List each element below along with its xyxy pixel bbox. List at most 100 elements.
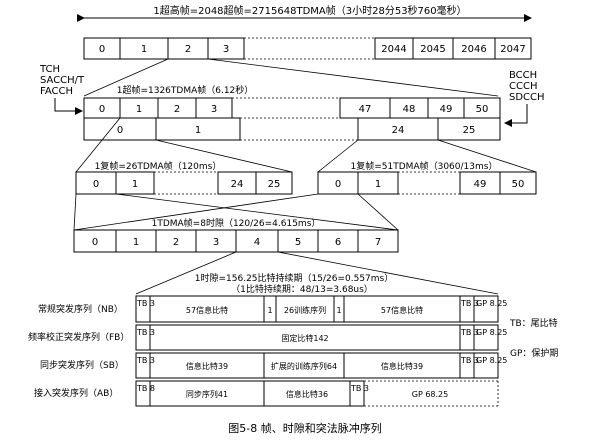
burst-sb-fields: TB 3 信息比特39 扩展的训练序列64 信息比特39 TB 3 GP 8.2… (136, 356, 507, 371)
expansion-line (317, 139, 359, 173)
expansion-line (277, 251, 499, 295)
burst-frame (135, 352, 499, 379)
left-channel-label: TCH (39, 64, 60, 75)
multiframe-sub-labels: 0 1 24 25 (117, 125, 476, 136)
burst-field: 信息比特39 (381, 361, 423, 371)
tdma-labels: 0 1 2 3 4 5 6 7 (92, 237, 381, 248)
expansion-line (73, 193, 77, 231)
superframe-row-top (83, 97, 501, 119)
superframe-cell-label: 1 (141, 44, 147, 55)
superframe-cell-label: 2046 (461, 44, 486, 55)
timeslot-label: 5 (295, 237, 301, 248)
multiframe51-cell (499, 171, 537, 195)
burst-fb-fields: TB 3 固定比特142 TB 3 GP 8.25 (136, 328, 507, 343)
multiframe-sub-label: 1 (195, 125, 201, 136)
burst-field: 1 (336, 306, 341, 315)
right-channel-label: SDCCH (509, 92, 545, 103)
burst-label-sb: 同步突发序列（SB） (40, 359, 124, 371)
burst-ab (135, 380, 365, 407)
burst-field: TB 3 (136, 356, 155, 365)
left-channel-arrow (54, 98, 83, 115)
superframe-row-bottom (83, 117, 501, 141)
expansion-line (437, 139, 537, 173)
burst-ab-guard (364, 380, 499, 407)
burst-field: 57信息比特 (381, 305, 423, 315)
expansion-line (155, 139, 293, 173)
burst-field: TB 3 (136, 299, 155, 308)
timeslot-cell (357, 229, 399, 253)
burst-field: 1 (267, 306, 272, 315)
legend-tb: TB：尾比特 (509, 317, 558, 329)
expansion-line (83, 58, 169, 97)
left-channel-labels: TCH SACCH/T FACCH (39, 64, 85, 97)
superframe-gap (244, 37, 375, 60)
right-channel-labels: BCCH CCCH SDCCH (509, 70, 545, 103)
left-channel-label: FACCH (40, 86, 73, 97)
multiframe26-cell (255, 171, 293, 195)
multiframe26-gap (154, 171, 218, 195)
multiframe26-cell-label: 0 (93, 179, 99, 190)
burst-field: 扩展的训练序列64 (271, 361, 337, 371)
tdma-frame-label: 47 (359, 104, 372, 115)
figure-caption: 图5-8 帧、时隙和突法脉冲序列 (228, 421, 381, 435)
tdma-frame-label: 0 (99, 104, 105, 115)
multiframe26-labels: 0 1 24 25 (93, 179, 281, 190)
timeslot-label: 4 (254, 237, 260, 248)
expansion-line (357, 193, 399, 231)
multiframe51-labels: 0 1 49 50 (335, 179, 525, 190)
superframe-cell-label: 2045 (420, 44, 445, 55)
burst-field: GP 68.25 (412, 390, 448, 399)
timeslot-label: 2 (173, 237, 179, 248)
bit-duration: （1比特持续期：48/13=3.68us） (231, 283, 373, 295)
burst-ab-fields: TB 8 同步序列41 信息比特36 TB 3 GP 68.25 (136, 384, 448, 399)
tdma-frame-label: 2 (174, 104, 180, 115)
expansion-line (75, 117, 121, 173)
expansion-line (73, 193, 319, 231)
multiframe51-row (317, 171, 537, 195)
burst-field: 信息比特36 (286, 389, 328, 399)
superframe-cell-labels: 0 1 2 3 2044 2045 2046 2047 (99, 44, 526, 55)
superframe-row-title: 1超帧=1326TDMA帧（6.12秒） (117, 84, 254, 96)
tdma-frame-label: 50 (476, 104, 489, 115)
burst-label-nb: 常规突发序列（NB） (38, 303, 123, 315)
multiframe51-cell-label: 0 (335, 179, 341, 190)
multiframe26-title: 1复帧=26TDMA帧（120ms） (95, 160, 222, 172)
superframe-cell-label: 2044 (381, 44, 406, 55)
burst-label-fb: 频率校正突发序列（FB） (28, 331, 129, 343)
burst-field: 信息比特39 (186, 361, 228, 371)
tdma-frame-label: 48 (403, 104, 416, 115)
multiframe51-cell-label: 1 (375, 179, 381, 190)
burst-field: TB 8 (136, 384, 155, 393)
burst-field: TB 3 (136, 328, 155, 337)
multiframe26-cell-label: 1 (132, 179, 138, 190)
superframe-row-gap (232, 97, 340, 119)
burst-label-ab: 接入突发序列（AB） (34, 387, 118, 399)
right-channel-label: CCCH (509, 81, 537, 92)
superframe-cell (207, 37, 245, 60)
burst-field: TB 3 (460, 356, 479, 365)
expansion-line (115, 193, 399, 231)
multiframe51-title: 1复帧=51TDMA帧（3060/13ms） (351, 160, 498, 172)
superframe-cell-label: 3 (223, 44, 229, 55)
burst-field: TB 3 (350, 384, 369, 393)
multiframe26-cell-label: 24 (231, 179, 244, 190)
burst-field: TB 3 (460, 328, 479, 337)
timeslot-label: 3 (213, 237, 219, 248)
superframe-title: 1超高帧=2048超帧=2715648TDMA帧（3小时28分53秒760毫秒） (153, 4, 466, 17)
burst-fb (135, 324, 499, 351)
burst-field: 26训练序列 (284, 305, 326, 315)
right-channel-label: BCCH (509, 70, 537, 81)
multiframe-sub-label: 25 (463, 125, 476, 136)
burst-frame (135, 295, 499, 323)
multiframe-cell (437, 117, 501, 141)
burst-field: GP 8.25 (476, 328, 507, 337)
timeslot-label: 7 (375, 237, 381, 248)
multiframe51-cell (357, 171, 399, 195)
multiframe51-cell-label: 50 (512, 179, 525, 190)
burst-field: 固定比特142 (281, 333, 328, 343)
timeslot-label: 1 (133, 237, 139, 248)
tdma-frame-label: 49 (440, 104, 453, 115)
superframe-cell-label: 2047 (500, 44, 525, 55)
tdma-title: 1TDMA帧=8时隙（120/26=4.615ms） (152, 217, 321, 229)
